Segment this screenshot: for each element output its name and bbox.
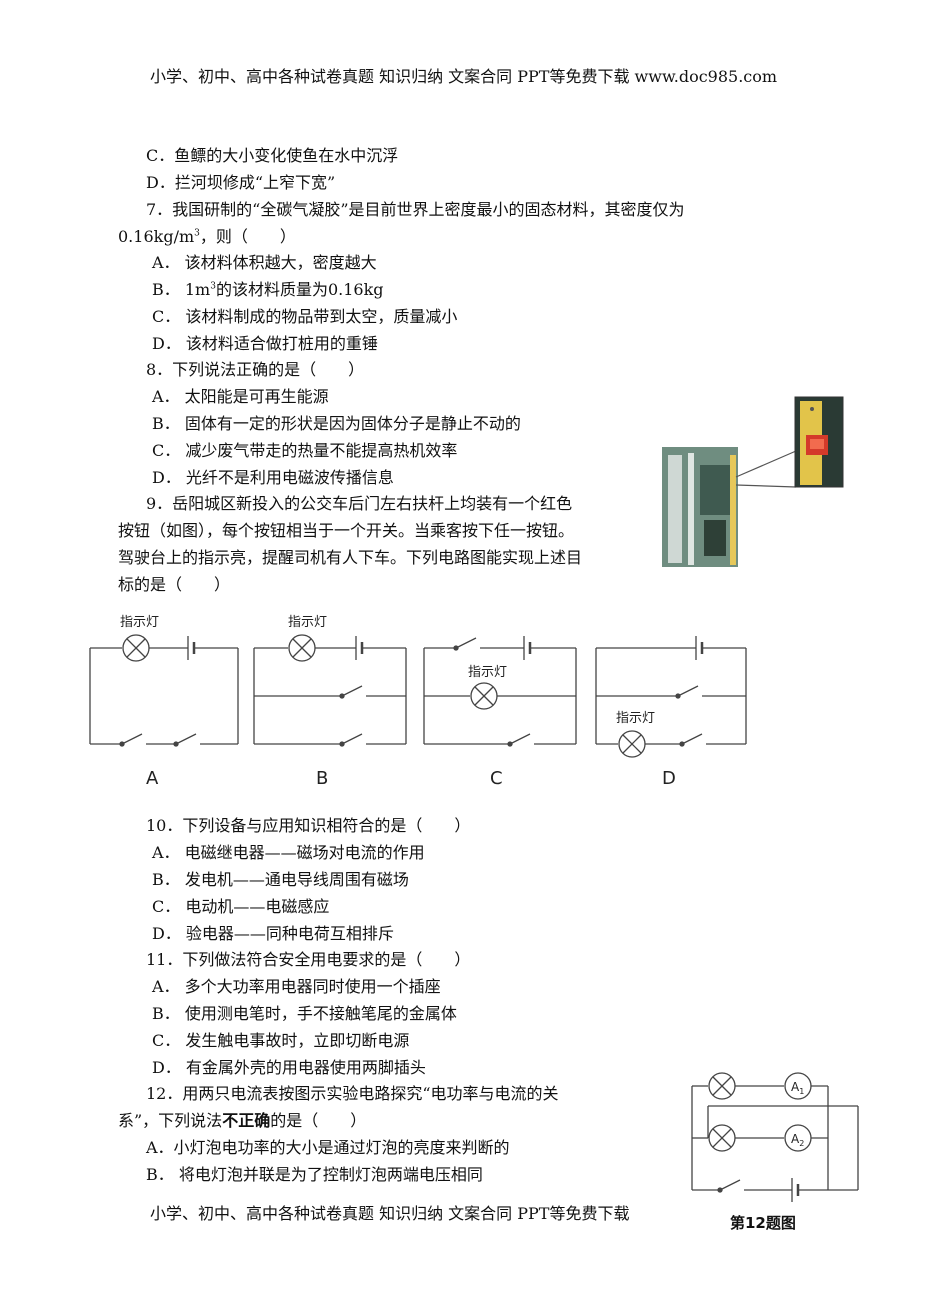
- circuit-b: 指示灯 B: [253, 615, 407, 789]
- q6-option-c: C．鱼鳔的大小变化使鱼在水中沉浮: [146, 146, 399, 165]
- bus-button-photo: [662, 396, 844, 567]
- circuit-d-lamp-label: 指示灯: [616, 711, 655, 726]
- q12-stem-line1: 12．用两只电流表按图示实验电路探究“电功率与电流的关: [146, 1084, 559, 1103]
- q10-option-a: A． 电磁继电器——磁场对电流的作用: [152, 843, 425, 862]
- ammeter-a2-label: A2: [791, 1132, 804, 1148]
- circuit-c: 指示灯 C: [423, 636, 577, 789]
- q10-option-c: C． 电动机——电磁感应: [152, 897, 330, 916]
- page-header: 小学、初中、高中各种试卷真题 知识归纳 文案合同 PPT等免费下载 www.do…: [150, 67, 778, 86]
- q10-option-b: B． 发电机——通电导线周围有磁场: [152, 870, 409, 889]
- q8-option-a: A． 太阳能是可再生能源: [152, 387, 329, 406]
- circuit-d: 指示灯 D: [595, 636, 747, 789]
- q7-option-b: B． 1m3的该材料质量为0.16kg: [152, 280, 384, 299]
- q8-option-c: C． 减少废气带走的热量不能提高热机效率: [152, 441, 458, 460]
- q7-option-a: A． 该材料体积越大，密度越大: [152, 253, 377, 272]
- q9-stem-line3: 驾驶台上的指示亮，提醒司机有人下车。下列电路图能实现上述目: [118, 548, 583, 567]
- q7-stem-line2: 0.16kg/m3，则（ ）: [118, 227, 296, 246]
- circuit-label-a: A: [146, 768, 159, 789]
- q7-option-d: D． 该材料适合做打桩用的重锤: [152, 334, 378, 353]
- q11-option-c: C． 发生触电事故时，立即切断电源: [152, 1031, 410, 1050]
- q11-option-a: A． 多个大功率用电器同时使用一个插座: [152, 977, 441, 996]
- q10-option-d: D． 验电器——同种电荷互相排斥: [152, 924, 394, 943]
- q9-stem-line1: 9．岳阳城区新投入的公交车后门左右扶杆上均装有一个红色: [146, 494, 573, 513]
- circuit-label-d: D: [662, 768, 676, 789]
- q12-circuit-diagram: A1 A2 第12题图: [691, 1072, 859, 1232]
- q8-stem: 8．下列说法正确的是（ ）: [146, 360, 365, 379]
- q7-stem-line1: 7．我国研制的“全碳气凝胶”是目前世界上密度最小的固态材料，其密度仅为: [146, 200, 685, 219]
- q10-stem: 10．下列设备与应用知识相符合的是（ ）: [146, 816, 471, 835]
- circuit-label-b: B: [316, 768, 328, 789]
- q11-option-b: B． 使用测电笔时，手不接触笔尾的金属体: [152, 1004, 457, 1023]
- circuit-a: 指示灯 A: [89, 615, 239, 789]
- q12-option-a: A．小灯泡电功率的大小是通过灯泡的亮度来判断的: [146, 1138, 510, 1157]
- ammeter-a1-label: A1: [791, 1080, 804, 1096]
- circuit-b-lamp-label: 指示灯: [288, 615, 327, 630]
- q12-stem-line2: 系”，下列说法不正确的是（ ）: [118, 1111, 367, 1130]
- q6-option-d: D．拦河坝修成“上窄下宽”: [146, 173, 336, 192]
- q9-stem-line2: 按钮（如图），每个按钮相当于一个开关。当乘客按下任一按钮。: [118, 521, 575, 540]
- q8-option-b: B． 固体有一定的形状是因为固体分子是静止不动的: [152, 414, 521, 433]
- circuit-a-lamp-label: 指示灯: [120, 615, 159, 630]
- q12-figure-caption: 第12题图: [730, 1214, 796, 1232]
- q11-option-d: D． 有金属外壳的用电器使用两脚插头: [152, 1058, 426, 1077]
- emphasis-not-correct: 不正确: [222, 1111, 271, 1130]
- page-footer: 小学、初中、高中各种试卷真题 知识归纳 文案合同 PPT等免费下载: [150, 1204, 630, 1223]
- circuit-c-lamp-label: 指示灯: [468, 665, 507, 680]
- q8-option-d: D． 光纤不是利用电磁波传播信息: [152, 468, 394, 487]
- q11-stem: 11．下列做法符合安全用电要求的是（ ）: [146, 950, 471, 969]
- q12-option-b: B． 将电灯泡并联是为了控制灯泡两端电压相同: [146, 1165, 483, 1184]
- circuit-label-c: C: [490, 768, 503, 789]
- q7-option-c: C． 该材料制成的物品带到太空，质量减小: [152, 307, 458, 326]
- q9-circuit-diagrams: 指示灯 A 指示灯 B: [89, 615, 747, 789]
- q9-stem-line4: 标的是（ ）: [118, 575, 231, 594]
